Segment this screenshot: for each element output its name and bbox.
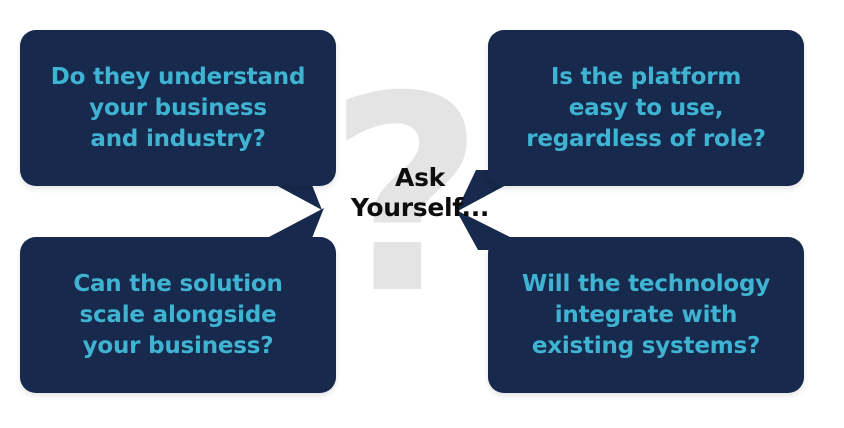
bubble-line: Can the solution (73, 270, 283, 297)
center-headline-line-2: Yourself... (350, 193, 490, 222)
bubble-line: Will the technology (521, 270, 771, 297)
bubble-line: your business? (82, 332, 274, 359)
bubble-line: scale alongside (79, 301, 277, 328)
center-headline: Ask Yourself... (322, 163, 518, 223)
bubble-line: and industry? (90, 125, 266, 152)
speech-bubble-top-right[interactable]: Is the platform easy to use, regardless … (488, 30, 804, 186)
bubble-text-bottom-left: Can the solution scale alongside your bu… (59, 269, 296, 362)
speech-bubble-top-left[interactable]: Do they understand your business and ind… (20, 30, 336, 186)
bubble-line: Do they understand (50, 63, 306, 90)
bubble-line: easy to use, (568, 94, 724, 121)
speech-bubble-bottom-left[interactable]: Can the solution scale alongside your bu… (20, 237, 336, 393)
bubble-line: integrate with (554, 301, 738, 328)
bubble-line: regardless of role? (526, 125, 766, 152)
bubble-text-top-right: Is the platform easy to use, regardless … (512, 62, 780, 155)
bubble-line: Is the platform (550, 63, 742, 90)
bubble-line: existing systems? (531, 332, 761, 359)
bubble-text-bottom-right: Will the technology integrate with exist… (508, 269, 784, 362)
bubble-line: your business (89, 94, 267, 121)
center-headline-line-1: Ask (395, 163, 445, 192)
bubble-text-top-left: Do they understand your business and ind… (37, 62, 319, 155)
speech-bubble-bottom-right[interactable]: Will the technology integrate with exist… (488, 237, 804, 393)
